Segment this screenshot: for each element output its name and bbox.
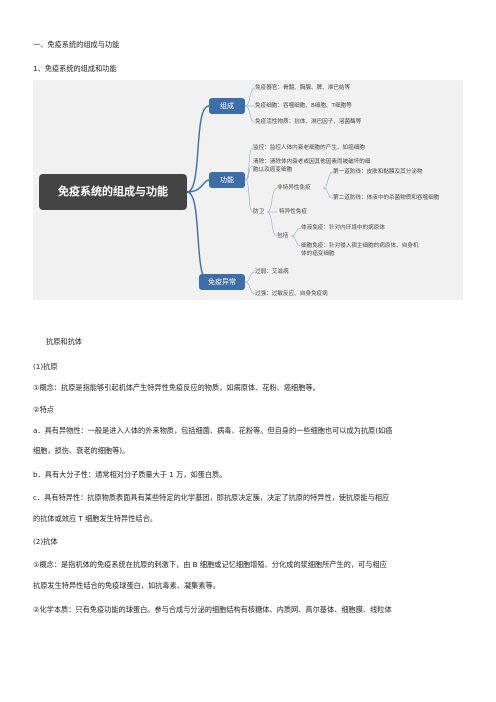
antibody-concept-line-2: 抗原发生特异性结合的免疫球蛋白，如抗毒素、凝集素等。 bbox=[33, 581, 220, 590]
leaf-immune-cells: 免疫细胞：吞噬细胞、B细胞、T细胞等 bbox=[255, 103, 352, 109]
leaf-cellular-line-1: 细胞免疫：针对侵入宿主细胞的病原体、自身机 bbox=[301, 243, 419, 249]
antigen-feature-c-line-1: c．具有特异性：抗原物质表面具有某些特定的化学基团，即抗原决定簇，决定了抗原的特… bbox=[33, 493, 390, 502]
leaf-clear-line-2: 胞以及癌变细胞 bbox=[253, 167, 293, 173]
node-immune-abnormality: 免疫异常 bbox=[199, 274, 245, 290]
leaf-weak-response: 过弱：艾滋病 bbox=[255, 269, 289, 275]
mind-map-figure: 免疫系统的组成与功能 组成 功能 免疫异常 免疫器官：骨髓、胸腺、脾、淋巴结等 … bbox=[33, 80, 463, 300]
antigen-feature-b: b．具有大分子性：通常相对分子质量大于 1 万，如蛋白质。 bbox=[33, 470, 227, 479]
leaf-excessive-response: 过强：过敏反应、自身免疫病 bbox=[255, 291, 328, 297]
leaf-clear: 清除：清除体内衰老或因其他因素而被破坏的细 胞以及癌变细胞 bbox=[253, 158, 370, 174]
antibody-chemical-nature: ②化学本质：只有免疫功能的球蛋白。参与合成与分泌的细胞结构有核糖体、内质网、高尔… bbox=[33, 605, 392, 614]
antibody-label: (2)抗体 bbox=[33, 537, 58, 546]
antibody-concept-line-1: ①概念：是指机体的免疫系统在抗原的刺激下，由 B 细胞或记忆细胞增殖、分化成的浆… bbox=[33, 560, 387, 569]
leaf-immune-active-substances: 免疫活性物质：抗体、淋巴因子、溶菌酶等 bbox=[255, 119, 362, 125]
leaf-first-line: 第一道防线：皮肤和黏膜及其分泌物 bbox=[333, 169, 423, 175]
antigen-feature-c-line-2: 的抗体或效应 T 细胞发生特异性结合。 bbox=[33, 514, 157, 523]
antigen-concept: ①概念：抗原是指能够引起机体产生特异性免疫反应的物质，如病原体、花粉、癌细胞等。 bbox=[33, 383, 320, 392]
antigen-feature-a-line-2: 细胞，损伤、衰老的细胞等)。 bbox=[33, 446, 130, 455]
node-includes: 包括 bbox=[277, 233, 289, 239]
node-function: 功能 bbox=[209, 172, 245, 188]
heading-1: 一、免疫系统的组成与功能 bbox=[33, 40, 120, 49]
leaf-monitor: 监控：监控人体内衰老细胞的产生，如癌细胞 bbox=[253, 145, 365, 151]
leaf-cellular-immunity: 细胞免疫：针对侵入宿主细胞的病原体、自身机 体的癌变细胞 bbox=[301, 242, 418, 258]
mind-map-root: 免疫系统的组成与功能 bbox=[39, 174, 187, 210]
leaf-second-line: 第二道防线：体液中的杀菌物质和吞噬细胞 bbox=[333, 195, 440, 201]
mind-map-connectors bbox=[186, 87, 334, 295]
section-title: 抗原和抗体 bbox=[46, 337, 82, 346]
antigen-feature-a-line-1: a．具有异物性：一般是进入人体的外来物质，包括细菌、病毒、花粉等。但自身的一些细… bbox=[33, 426, 393, 435]
node-specific-immunity: 特异性免疫 bbox=[279, 209, 307, 215]
leaf-cellular-line-2: 体的癌变细胞 bbox=[301, 251, 335, 257]
antigen-label: (1)抗原 bbox=[33, 362, 58, 371]
heading-2: 1、免疫系统的组成和功能 bbox=[33, 64, 117, 73]
leaf-humoral-immunity: 体液免疫：针对内环境中的病原体 bbox=[301, 225, 385, 231]
leaf-clear-line-1: 清除：清除体内衰老或因其他因素而被破坏的细 bbox=[253, 159, 371, 165]
node-composition: 组成 bbox=[209, 98, 245, 114]
node-defense: 防卫 bbox=[253, 209, 265, 215]
leaf-immune-organs: 免疫器官：骨髓、胸腺、脾、淋巴结等 bbox=[255, 85, 351, 91]
node-nonspecific-immunity: 非特异性免疫 bbox=[277, 185, 311, 191]
antigen-features-label: ②特点 bbox=[33, 405, 54, 414]
